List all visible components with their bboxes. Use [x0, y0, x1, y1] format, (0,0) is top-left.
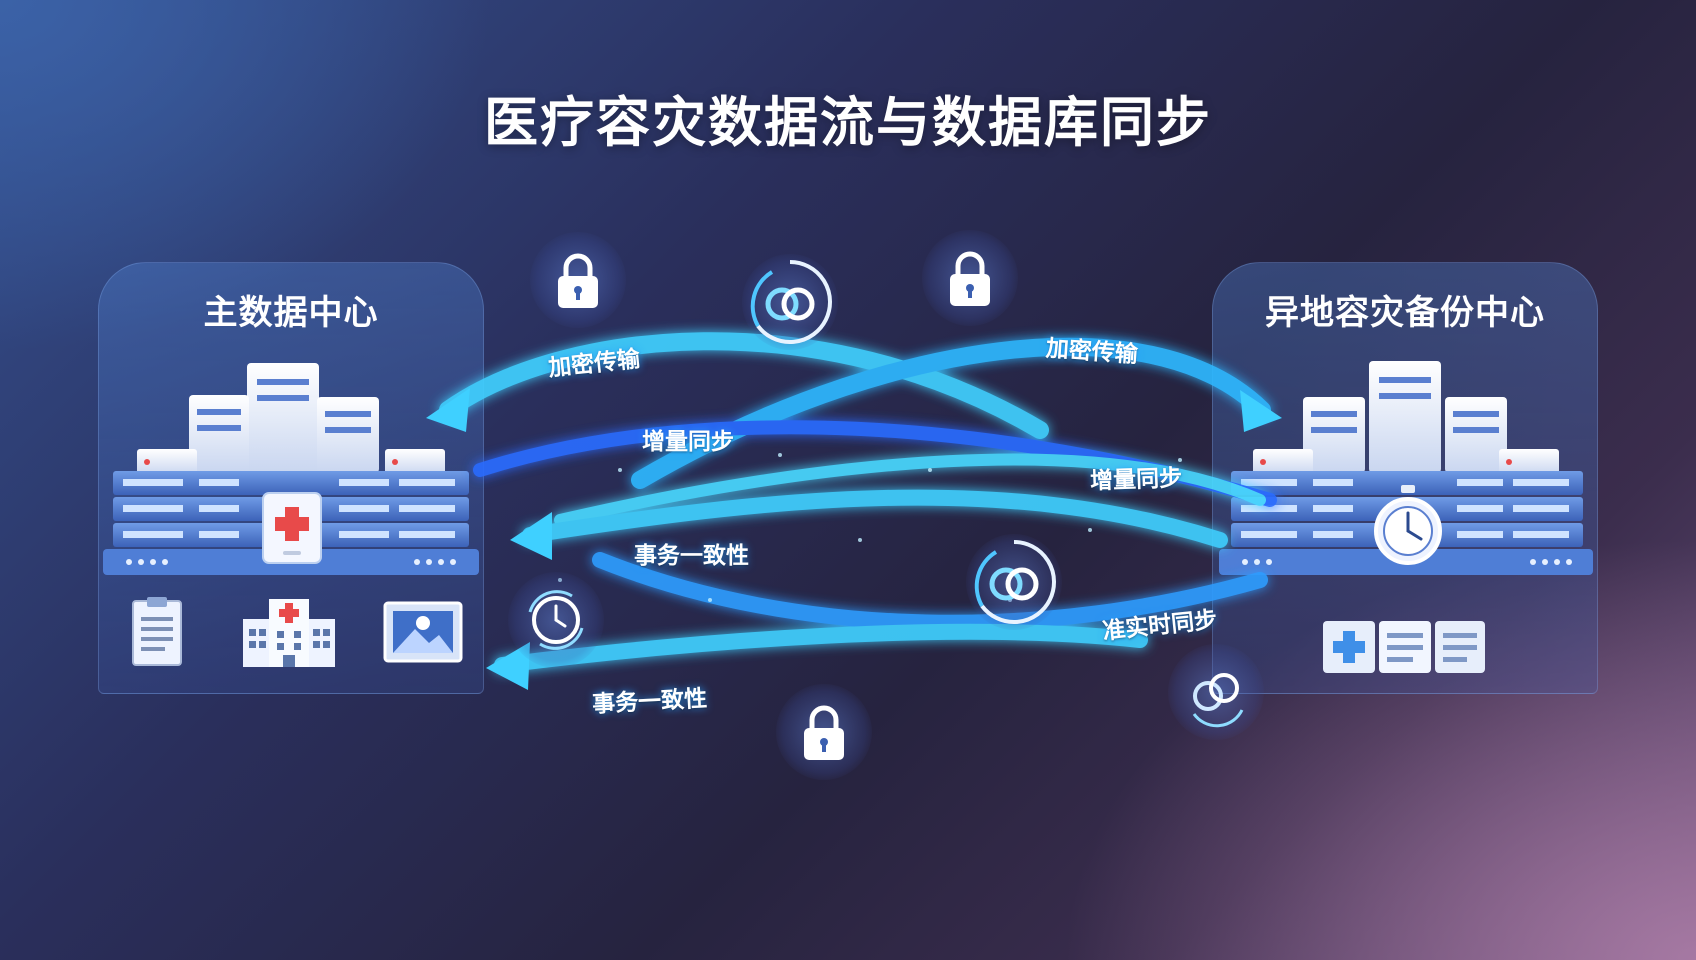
primary-data-center-panel: 主数据中心	[98, 262, 484, 694]
sync-rings-icon	[750, 260, 832, 344]
transaction-bottom-flow-ribbon	[494, 623, 1148, 673]
arrowhead-left-bottom	[486, 642, 530, 690]
server-rack-icon	[103, 363, 479, 575]
stopwatch-icon	[1374, 485, 1442, 565]
lock-badge-top-right	[922, 230, 1018, 326]
arrowhead-left-middle	[510, 512, 552, 560]
hospital-building-icon	[243, 599, 335, 667]
encrypt-flow-left-ribbon	[439, 332, 1049, 439]
backup-data-center-title: 异地容灾备份中心	[1265, 293, 1545, 333]
lock-badge-bottom	[776, 684, 872, 780]
arrowhead-right-top	[1240, 390, 1282, 432]
lock-badge-top-left	[530, 232, 626, 328]
sync-badge-bottom-right	[1168, 644, 1264, 740]
flow-label-transaction-middle: 事务一致性	[634, 543, 749, 569]
sync-badge-top	[742, 254, 838, 350]
lock-icon	[950, 251, 990, 306]
medical-tablet-icon	[262, 492, 322, 564]
flow-label-incremental-left: 增量同步	[642, 429, 734, 455]
sync-rings-icon	[1192, 673, 1244, 728]
medical-image-icon	[383, 601, 463, 663]
sync-badge-middle	[966, 534, 1062, 630]
lock-icon	[804, 705, 844, 760]
transaction-flow-ribbon	[522, 489, 1228, 548]
sync-rings-icon	[974, 540, 1056, 624]
lock-icon	[558, 253, 598, 308]
page-title: 医疗容灾数据流与数据库同步	[484, 91, 1212, 154]
backup-data-center-panel: 异地容灾备份中心	[1212, 262, 1598, 694]
flow-label-transaction-bottom: 事务一致性	[591, 686, 708, 718]
medical-document-icon	[132, 597, 182, 666]
flow-label-encrypt-right: 加密传输	[1044, 335, 1139, 369]
arrowhead-left-top	[426, 388, 470, 432]
medical-cards-icon	[1323, 621, 1485, 673]
realtime-flow-ribbon	[592, 552, 1268, 631]
clock-refresh-icon	[528, 590, 584, 650]
flow-label-incremental-right: 增量同步	[1089, 465, 1183, 495]
server-rack-icon	[1219, 361, 1593, 575]
incremental-flow-ribbon-b	[554, 453, 1266, 526]
primary-data-center-title: 主数据中心	[203, 293, 379, 333]
clock-badge	[508, 572, 604, 668]
